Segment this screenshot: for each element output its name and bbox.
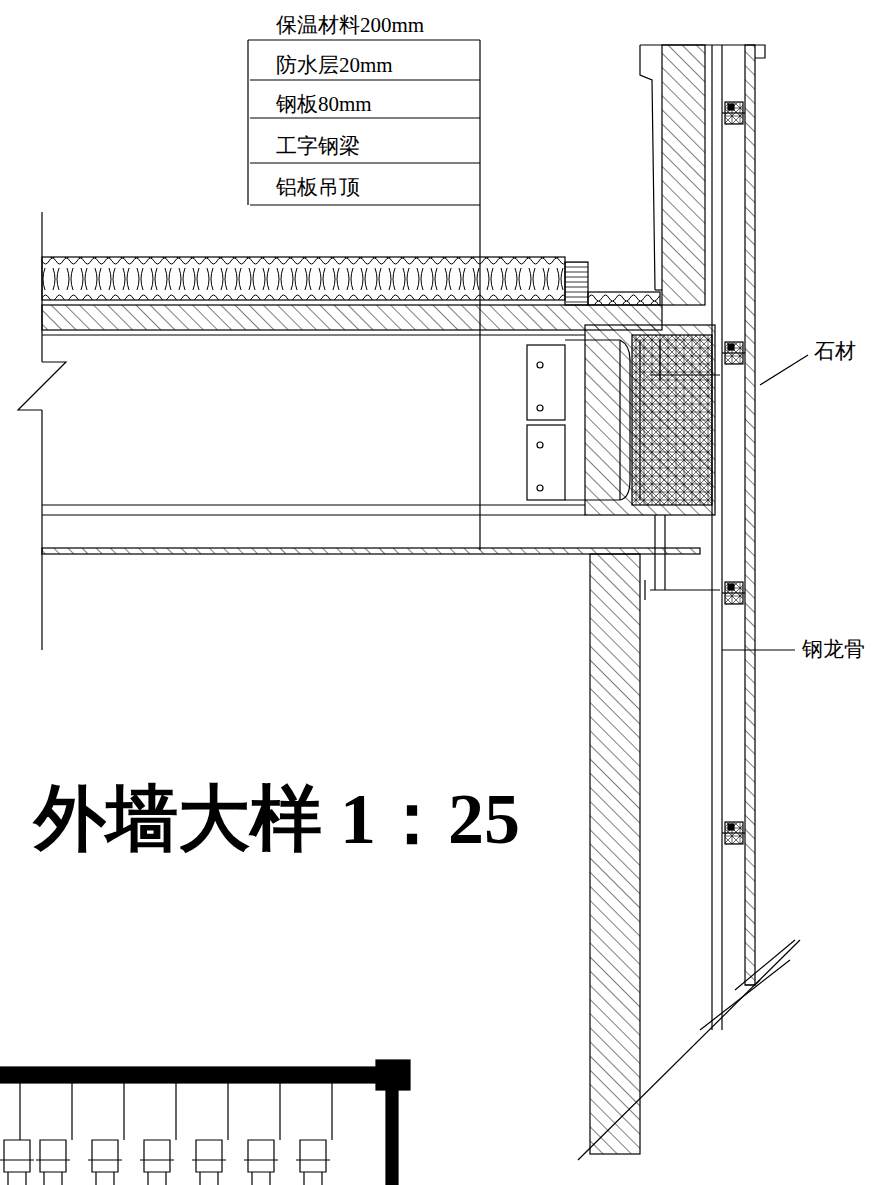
material-label: 工字钢梁 xyxy=(274,135,362,158)
material-label: 防水层20mm xyxy=(274,54,395,77)
material-label: 石材 xyxy=(812,340,858,363)
material-label: 钢龙骨 xyxy=(800,638,867,661)
material-label: 钢板80mm xyxy=(274,93,374,116)
material-label: 保温材料200mm xyxy=(274,14,426,37)
material-label: 铝板吊顶 xyxy=(274,176,362,199)
drawing-title: 外墙大样 1：25 xyxy=(32,780,522,859)
